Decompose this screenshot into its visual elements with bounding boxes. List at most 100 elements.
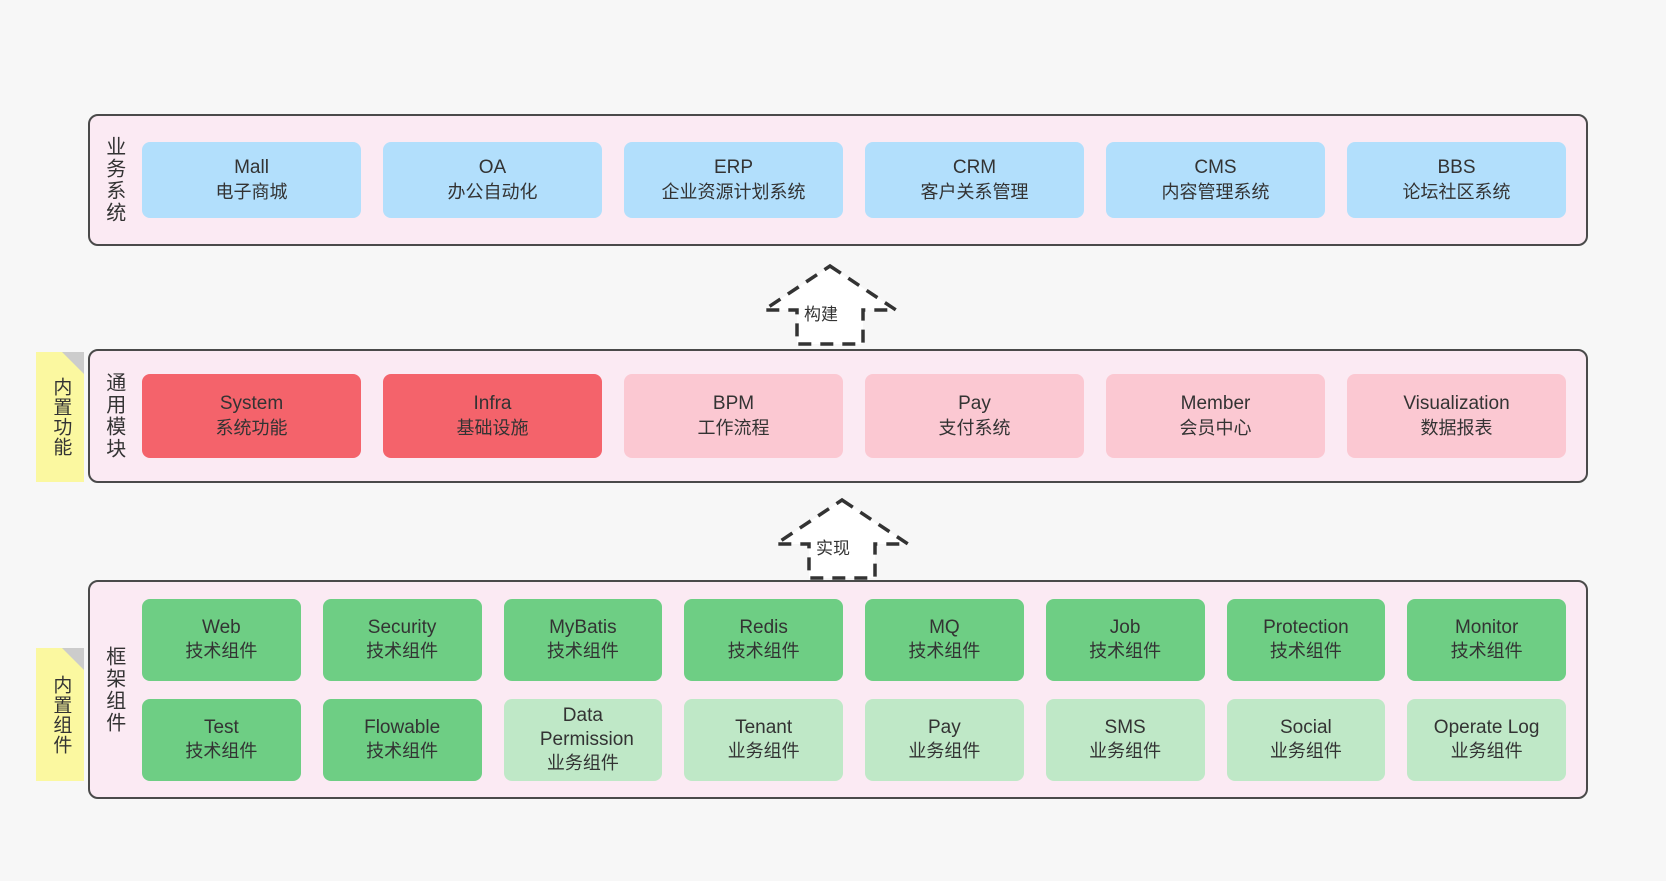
node-bpm[interactable]: BPM 工作流程 bbox=[624, 374, 843, 458]
node-subtitle: 技术组件 bbox=[546, 641, 619, 662]
node-test[interactable]: Test 技术组件 bbox=[142, 698, 301, 781]
layer-body-common-module: System 系统功能 Infra 基础设施 BPM 工作流程 Pay 支付系统… bbox=[136, 351, 1586, 481]
node-operate-log[interactable]: Operate Log 业务组件 bbox=[1407, 698, 1566, 781]
node-title: Job bbox=[1109, 616, 1141, 638]
node-subtitle: 技术组件 bbox=[1089, 641, 1162, 662]
node-job[interactable]: Job 技术组件 bbox=[1045, 598, 1205, 681]
node-visualization[interactable]: Visualization 数据报表 bbox=[1347, 374, 1566, 458]
layer-title-common-module: 通用模块 bbox=[102, 372, 125, 460]
node-monitor[interactable]: Monitor 技术组件 bbox=[1407, 598, 1566, 681]
node-title: SMS bbox=[1104, 716, 1146, 738]
node-subtitle: 技术组件 bbox=[366, 741, 439, 762]
node-subtitle: 会员中心 bbox=[1179, 417, 1252, 438]
node-subtitle: 业务组件 bbox=[1089, 741, 1162, 762]
node-subtitle: 业务组件 bbox=[908, 741, 981, 762]
node-subtitle: 客户关系管理 bbox=[920, 181, 1029, 202]
layer-body-framework-component: Web 技术组件 Security 技术组件 MyBatis 技术组件 Redi… bbox=[136, 582, 1586, 797]
note-label: 内置功能 bbox=[50, 377, 72, 457]
node-protection[interactable]: Protection 技术组件 bbox=[1226, 598, 1386, 681]
node-sms[interactable]: SMS 业务组件 bbox=[1045, 698, 1205, 781]
node-mall[interactable]: Mall 电子商城 bbox=[142, 142, 361, 218]
node-title: Redis bbox=[739, 616, 788, 638]
node-title: System bbox=[219, 393, 284, 415]
node-data-permission[interactable]: Data Permission 业务组件 bbox=[503, 698, 663, 781]
node-pay-business[interactable]: Pay 业务组件 bbox=[865, 698, 1024, 781]
node-subtitle: 业务组件 bbox=[727, 741, 800, 762]
node-system[interactable]: System 系统功能 bbox=[142, 374, 361, 458]
node-title: Security bbox=[367, 616, 437, 638]
note-fold-corner-icon bbox=[62, 352, 84, 374]
connector-implement-arrow: 实现 bbox=[770, 496, 914, 582]
node-row: Web 技术组件 Security 技术组件 MyBatis 技术组件 Redi… bbox=[142, 598, 1566, 681]
node-title: Member bbox=[1180, 393, 1251, 415]
node-title: Web bbox=[202, 616, 241, 638]
note-builtin-function: 内置功能 bbox=[36, 352, 84, 482]
node-subtitle: 企业资源计划系统 bbox=[661, 181, 806, 202]
node-title: Tenant bbox=[735, 716, 793, 738]
node-title: Pay bbox=[928, 716, 961, 738]
note-label: 内置组件 bbox=[50, 674, 72, 755]
note-fold-corner-icon bbox=[62, 648, 84, 670]
node-title: Test bbox=[203, 716, 239, 738]
node-subtitle: 技术组件 bbox=[1450, 641, 1523, 662]
node-subtitle: 技术组件 bbox=[185, 641, 258, 662]
node-subtitle: 业务组件 bbox=[1269, 741, 1342, 762]
layer-title-framework-component: 框架组件 bbox=[102, 645, 125, 734]
connector-build-arrow: 构建 bbox=[758, 262, 902, 348]
node-title: MyBatis bbox=[549, 616, 617, 638]
node-subtitle: 技术组件 bbox=[366, 641, 439, 662]
layer-body-business-system: Mall 电子商城 OA 办公自动化 ERP 企业资源计划系统 CRM 客户关系… bbox=[136, 116, 1586, 244]
node-subtitle: 业务组件 bbox=[1450, 741, 1523, 762]
node-erp[interactable]: ERP 企业资源计划系统 bbox=[624, 142, 843, 218]
node-bbs[interactable]: BBS 论坛社区系统 bbox=[1347, 142, 1566, 218]
node-subtitle: 技术组件 bbox=[1269, 641, 1342, 662]
node-subtitle: 数据报表 bbox=[1420, 417, 1493, 438]
node-title: CRM bbox=[952, 157, 997, 179]
node-subtitle: 办公自动化 bbox=[447, 181, 538, 202]
node-subtitle: 技术组件 bbox=[908, 641, 981, 662]
node-subtitle: 系统功能 bbox=[215, 417, 288, 438]
node-pay[interactable]: Pay 支付系统 bbox=[865, 374, 1084, 458]
node-cms[interactable]: CMS 内容管理系统 bbox=[1106, 142, 1325, 218]
node-row: Mall 电子商城 OA 办公自动化 ERP 企业资源计划系统 CRM 客户关系… bbox=[142, 142, 1566, 218]
node-title: ERP bbox=[713, 157, 754, 179]
layer-title-business-system: 业务系统 bbox=[102, 136, 125, 224]
connector-implement-label: 实现 bbox=[816, 539, 850, 558]
node-title: Data Permission bbox=[539, 704, 634, 750]
layer-framework-component: 框架组件 Web 技术组件 Security 技术组件 MyBatis 技术组件… bbox=[88, 580, 1588, 799]
node-title: Visualization bbox=[1403, 393, 1510, 415]
node-title: BBS bbox=[1437, 157, 1476, 179]
node-subtitle: 业务组件 bbox=[546, 753, 619, 774]
node-subtitle: 工作流程 bbox=[697, 417, 770, 438]
node-subtitle: 技术组件 bbox=[727, 641, 800, 662]
node-title: Monitor bbox=[1454, 616, 1519, 638]
node-title: Operate Log bbox=[1433, 716, 1540, 738]
node-subtitle: 基础设施 bbox=[456, 417, 529, 438]
node-title: Mall bbox=[234, 157, 269, 179]
node-title: BPM bbox=[712, 393, 755, 415]
node-title: Protection bbox=[1263, 616, 1349, 638]
node-row: System 系统功能 Infra 基础设施 BPM 工作流程 Pay 支付系统… bbox=[142, 374, 1566, 458]
node-title: MQ bbox=[929, 616, 960, 638]
node-infra[interactable]: Infra 基础设施 bbox=[383, 374, 602, 458]
note-builtin-component: 内置组件 bbox=[36, 648, 84, 781]
node-social[interactable]: Social 业务组件 bbox=[1226, 698, 1386, 781]
node-redis[interactable]: Redis 技术组件 bbox=[684, 598, 843, 681]
node-title: Social bbox=[1280, 716, 1332, 738]
node-oa[interactable]: OA 办公自动化 bbox=[383, 142, 602, 218]
node-title: OA bbox=[478, 157, 507, 179]
node-crm[interactable]: CRM 客户关系管理 bbox=[865, 142, 1084, 218]
layer-business-system: 业务系统 Mall 电子商城 OA 办公自动化 ERP 企业资源计划系统 CRM… bbox=[88, 114, 1588, 246]
node-mybatis[interactable]: MyBatis 技术组件 bbox=[503, 598, 663, 681]
connector-build-label: 构建 bbox=[804, 305, 838, 324]
node-tenant[interactable]: Tenant 业务组件 bbox=[684, 698, 843, 781]
node-subtitle: 技术组件 bbox=[185, 741, 258, 762]
node-security[interactable]: Security 技术组件 bbox=[322, 598, 482, 681]
node-subtitle: 内容管理系统 bbox=[1161, 181, 1270, 202]
node-web[interactable]: Web 技术组件 bbox=[142, 598, 301, 681]
node-flowable[interactable]: Flowable 技术组件 bbox=[322, 698, 482, 781]
node-member[interactable]: Member 会员中心 bbox=[1106, 374, 1325, 458]
node-subtitle: 论坛社区系统 bbox=[1402, 181, 1511, 202]
node-mq[interactable]: MQ 技术组件 bbox=[865, 598, 1024, 681]
